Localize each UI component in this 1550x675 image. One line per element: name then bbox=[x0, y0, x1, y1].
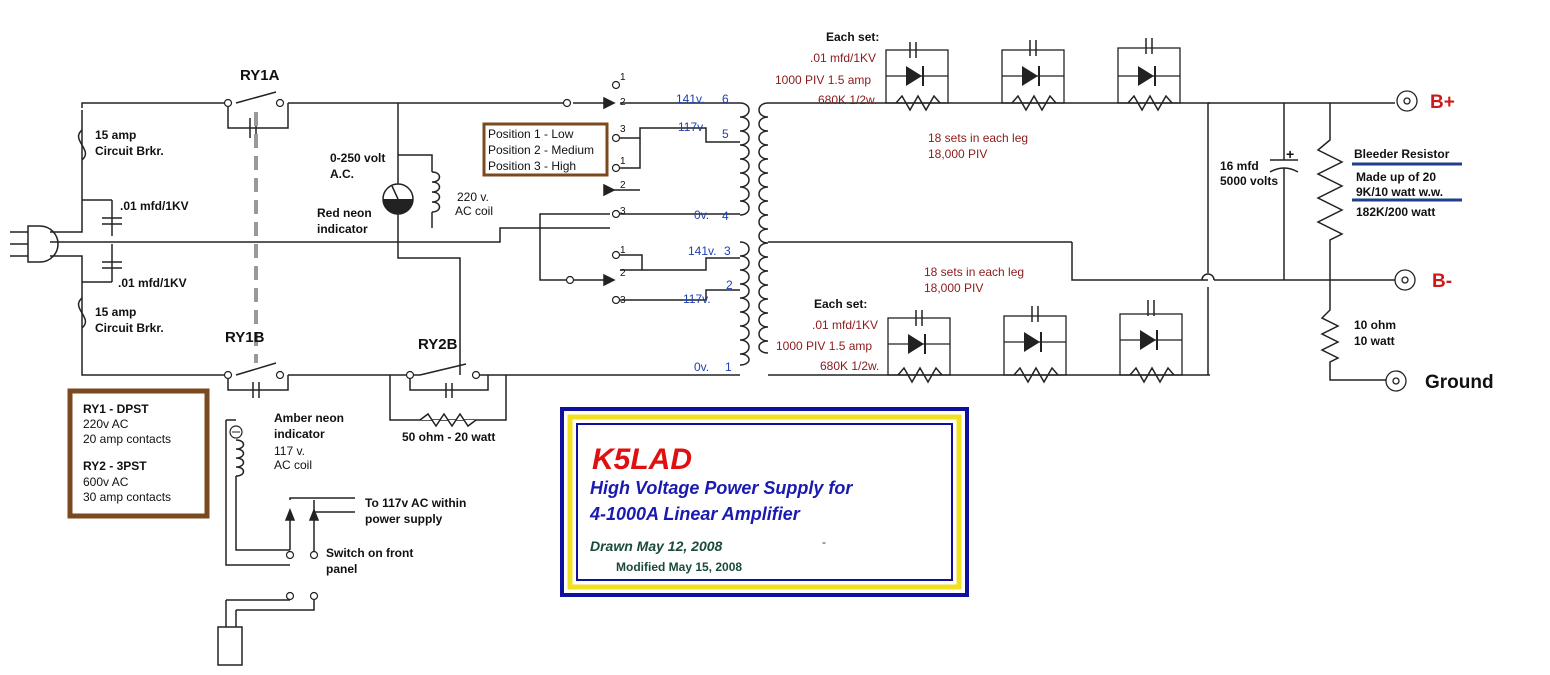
pin-2: 2 bbox=[726, 278, 733, 292]
breaker-top-line2: Circuit Brkr. bbox=[95, 144, 164, 158]
to117-line2: power supply bbox=[365, 512, 443, 526]
relay-legend-box bbox=[67, 388, 210, 519]
switch-label-line2: panel bbox=[326, 562, 357, 576]
tap-141v-lower: 141v. bbox=[688, 244, 716, 258]
b-minus-label: B- bbox=[1432, 271, 1452, 292]
position-2-label: Position 2 - Medium bbox=[488, 143, 594, 157]
breaker-bottom-line1: 15 amp bbox=[95, 305, 136, 319]
spec-cap-top: .01 mfd/1KV bbox=[810, 51, 876, 65]
cap-plus-sign: + bbox=[1286, 146, 1294, 162]
switch-b-pos1: 1 bbox=[620, 156, 626, 167]
spec-res-bottom: 680K 1/2w. bbox=[820, 359, 879, 373]
sets-top-line1: 18 sets in each leg bbox=[928, 131, 1028, 145]
amber-neon-line2: indicator bbox=[274, 427, 325, 441]
tap-0v-lower: 0v. bbox=[694, 360, 709, 374]
resistor-50-ohm bbox=[419, 412, 477, 428]
pin-6: 6 bbox=[722, 92, 729, 106]
voltmeter-label-line2: A.C. bbox=[330, 167, 354, 181]
switch-label-line1: Switch on front bbox=[326, 546, 413, 560]
filter-cap-line1: 16 mfd bbox=[1220, 159, 1259, 173]
tap-0v-upper: 0v. bbox=[694, 208, 709, 222]
each-set-bottom: Each set: bbox=[814, 297, 867, 311]
coil220-line2: AC coil bbox=[455, 204, 493, 218]
breaker-bottom-line2: Circuit Brkr. bbox=[95, 321, 164, 335]
b-plus-label: B+ bbox=[1430, 92, 1455, 113]
switch-b-pos2: 2 bbox=[620, 180, 626, 191]
title-modified-date: Modified May 15, 2008 bbox=[616, 560, 742, 574]
resistor-10-line2: 10 watt bbox=[1354, 334, 1395, 348]
pin-3: 3 bbox=[724, 244, 731, 258]
sets-top-line2: 18,000 PIV bbox=[928, 147, 987, 161]
switch-a-pos2: 2 bbox=[620, 97, 626, 108]
tap-141v-upper: 141v. bbox=[676, 92, 704, 106]
spec-res-top: 680K 1/2w. bbox=[818, 93, 877, 107]
red-neon-line1: Red neon bbox=[317, 206, 372, 220]
to117-line1: To 117v AC within bbox=[365, 496, 466, 510]
cap-bottom-label: .01 mfd/1KV bbox=[118, 276, 187, 290]
resistor-10-line1: 10 ohm bbox=[1354, 318, 1396, 332]
switch-b-pos3: 3 bbox=[620, 206, 626, 217]
ry1a-label: RY1A bbox=[240, 67, 280, 84]
title-drawn-date: Drawn May 12, 2008 bbox=[590, 538, 723, 554]
ry2-legend-line1: 600v AC bbox=[83, 475, 129, 489]
ground-label: Ground bbox=[1425, 372, 1494, 393]
ry2b-label: RY2B bbox=[418, 336, 458, 353]
ry1-legend-line1: 220v AC bbox=[83, 417, 129, 431]
pin-1: 1 bbox=[725, 360, 732, 374]
switch-wipers bbox=[284, 96, 616, 521]
position-3-label: Position 3 - High bbox=[488, 159, 576, 173]
cap-top-label: .01 mfd/1KV bbox=[120, 199, 189, 213]
pin-4: 4 bbox=[722, 209, 729, 223]
position-legend-box bbox=[482, 122, 609, 177]
amber-neon-bulb bbox=[229, 425, 243, 439]
title-line1: High Voltage Power Supply for bbox=[590, 478, 853, 498]
wiring bbox=[10, 91, 1395, 666]
position-1-label: Position 1 - Low bbox=[488, 127, 574, 141]
bleeder-line1: Bleeder Resistor bbox=[1354, 147, 1450, 161]
switch-c-pos3: 3 bbox=[620, 295, 626, 306]
filter-cap-line2: 5000 volts bbox=[1220, 174, 1278, 188]
ry1-legend-title: RY1 - DPST bbox=[83, 402, 149, 416]
ry2-legend-title: RY2 - 3PST bbox=[83, 459, 147, 473]
sets-bottom-line2: 18,000 PIV bbox=[924, 281, 983, 295]
ry1-legend-line2: 20 amp contacts bbox=[83, 432, 171, 446]
bleeder-line4: 182K/200 watt bbox=[1356, 205, 1435, 219]
title-dash-mark: - bbox=[822, 535, 826, 549]
ry2-legend-line2: 30 amp contacts bbox=[83, 490, 171, 504]
coil117-line1: 117 v. bbox=[274, 444, 305, 458]
each-set-top: Each set: bbox=[826, 30, 879, 44]
coil220-line1: 220 v. bbox=[457, 190, 489, 204]
switch-a-pos3: 3 bbox=[620, 124, 626, 135]
voltmeter bbox=[382, 183, 414, 215]
pin-5: 5 bbox=[722, 127, 729, 141]
switch-a-pos1: 1 bbox=[620, 72, 626, 83]
amber-neon-line1: Amber neon bbox=[274, 411, 344, 425]
title-block bbox=[560, 407, 969, 597]
title-callsign: K5LAD bbox=[592, 443, 692, 476]
breaker-top-line1: 15 amp bbox=[95, 128, 136, 142]
tap-117v-lower: 117v. bbox=[683, 292, 711, 306]
bleeder-line3: 9K/10 watt w.w. bbox=[1356, 185, 1443, 199]
resistor-50-label: 50 ohm - 20 watt bbox=[402, 430, 495, 444]
ry1b-label: RY1B bbox=[225, 329, 265, 346]
sets-bottom-line1: 18 sets in each leg bbox=[924, 265, 1024, 279]
tap-117v-upper: 117v bbox=[678, 120, 703, 134]
switch-c-pos2: 2 bbox=[620, 268, 626, 279]
rectifier-stack-bottom bbox=[887, 300, 1183, 384]
switch-c-pos1: 1 bbox=[620, 245, 626, 256]
spec-cap-bottom: .01 mfd/1KV bbox=[812, 318, 878, 332]
title-line2: 4-1000A Linear Amplifier bbox=[589, 504, 801, 524]
output-terminals bbox=[1385, 90, 1418, 392]
voltmeter-label-line1: 0-250 volt bbox=[330, 151, 385, 165]
spec-piv-bottom: 1000 PIV 1.5 amp bbox=[776, 339, 872, 353]
rectifier-stack-top bbox=[885, 38, 1181, 112]
coil117-line2: AC coil bbox=[274, 458, 312, 472]
bleeder-line2: Made up of 20 bbox=[1356, 170, 1436, 184]
spec-piv-top: 1000 PIV 1.5 amp bbox=[775, 73, 871, 87]
switch-terminals bbox=[223, 80, 621, 601]
red-neon-line2: indicator bbox=[317, 222, 368, 236]
